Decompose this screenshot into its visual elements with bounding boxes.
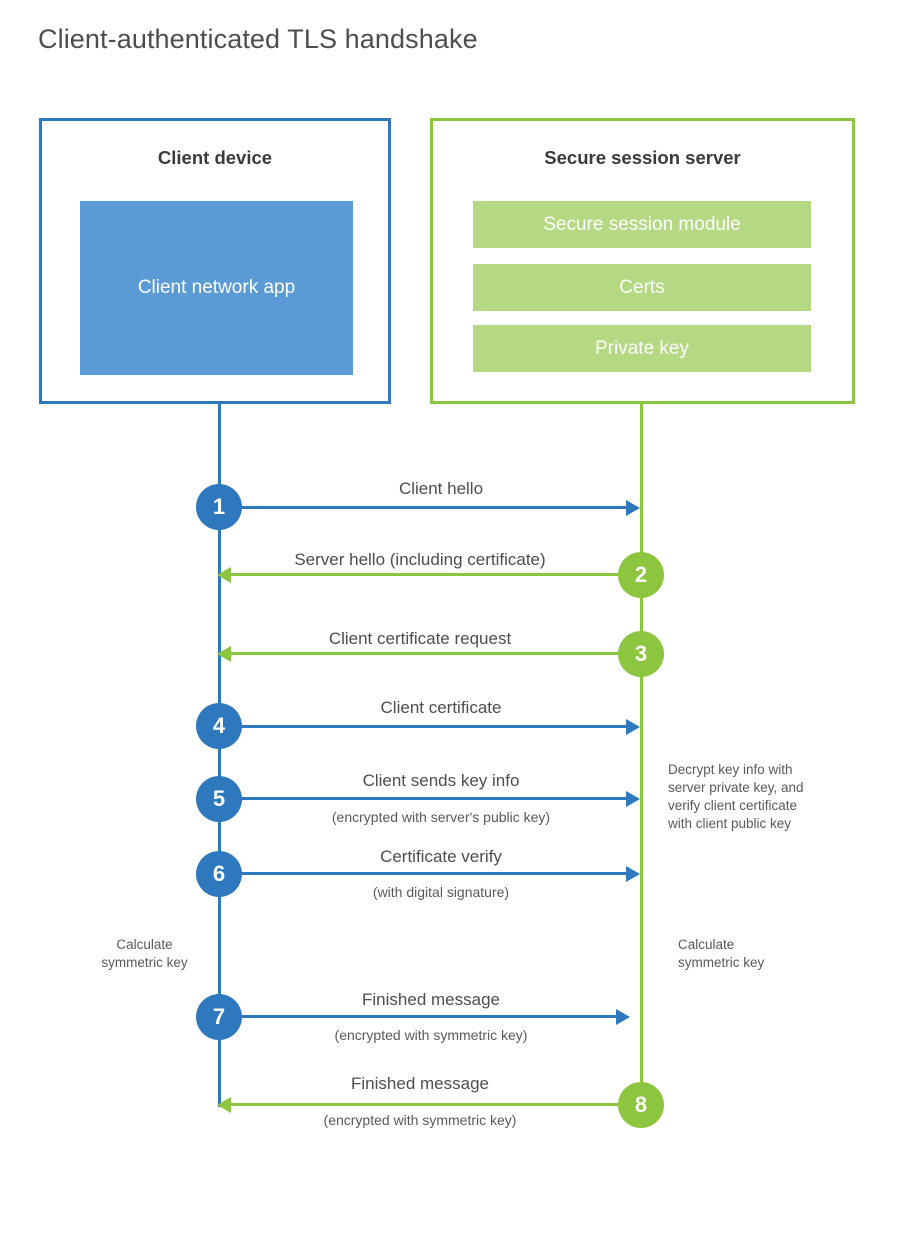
secure-session-server-title: Secure session server [544, 147, 741, 168]
message-sublabel-5: (encrypted with server's public key) [331, 809, 551, 825]
message-line-2 [230, 573, 622, 576]
message-line-5 [219, 797, 627, 800]
page-title: Client-authenticated TLS handshake [38, 24, 478, 54]
server-module-certs: Certs [473, 264, 811, 311]
arrow-head-right-6 [626, 866, 640, 882]
arrow-head-right-1 [626, 500, 640, 516]
arrow-head-right-4 [626, 719, 640, 735]
message-label-5: Client sends key info [362, 771, 520, 790]
note-server-decrypt: Decrypt key info with server private key… [668, 762, 804, 831]
step-circle-5[interactable]: 5 [196, 776, 242, 822]
step-circle-8[interactable]: 8 [618, 1082, 664, 1128]
message-line-3 [230, 652, 622, 655]
message-label-7: Finished message [362, 990, 500, 1009]
note-client-calculate-symmetric-key: Calculate symmetric key [101, 937, 188, 970]
message-line-4 [219, 725, 627, 728]
step-circle-3[interactable]: 3 [618, 631, 664, 677]
message-line-6 [219, 872, 627, 875]
server-module-secure-session-module: Secure session module [473, 201, 811, 248]
message-sublabel-7: (encrypted with symmetric key) [334, 1027, 528, 1043]
step-circle-2[interactable]: 2 [618, 552, 664, 598]
message-line-8 [230, 1103, 622, 1106]
client-network-app-box: Client network app [80, 201, 353, 375]
secure-session-server-box: Secure session server Secure session mod… [430, 118, 855, 404]
step-circle-1[interactable]: 1 [196, 484, 242, 530]
message-label-1: Client hello [398, 479, 484, 498]
message-sublabel-8: (encrypted with symmetric key) [323, 1112, 517, 1128]
server-lifeline [640, 404, 643, 1107]
client-device-box: Client device Client network app [39, 118, 391, 404]
message-label-4: Client certificate [380, 698, 502, 717]
arrow-head-left-2 [217, 567, 231, 583]
arrow-head-left-8 [217, 1097, 231, 1113]
arrow-head-left-3 [217, 646, 231, 662]
step-circle-7[interactable]: 7 [196, 994, 242, 1040]
step-circle-4[interactable]: 4 [196, 703, 242, 749]
message-sublabel-6: (with digital signature) [372, 884, 510, 900]
note-server-calculate-symmetric-key: Calculate symmetric key [678, 937, 765, 970]
message-label-6: Certificate verify [380, 847, 502, 866]
client-lifeline [218, 404, 221, 1107]
server-module-private-key: Private key [473, 325, 811, 372]
message-label-3: Client certificate request [328, 629, 512, 648]
message-line-7 [219, 1015, 617, 1018]
arrow-head-right-7 [616, 1009, 630, 1025]
message-label-2: Server hello (including certificate) [294, 550, 546, 569]
step-circle-6[interactable]: 6 [196, 851, 242, 897]
message-line-1 [219, 506, 627, 509]
arrow-head-right-5 [626, 791, 640, 807]
message-label-8: Finished message [351, 1074, 489, 1093]
client-device-title: Client device [157, 147, 273, 168]
